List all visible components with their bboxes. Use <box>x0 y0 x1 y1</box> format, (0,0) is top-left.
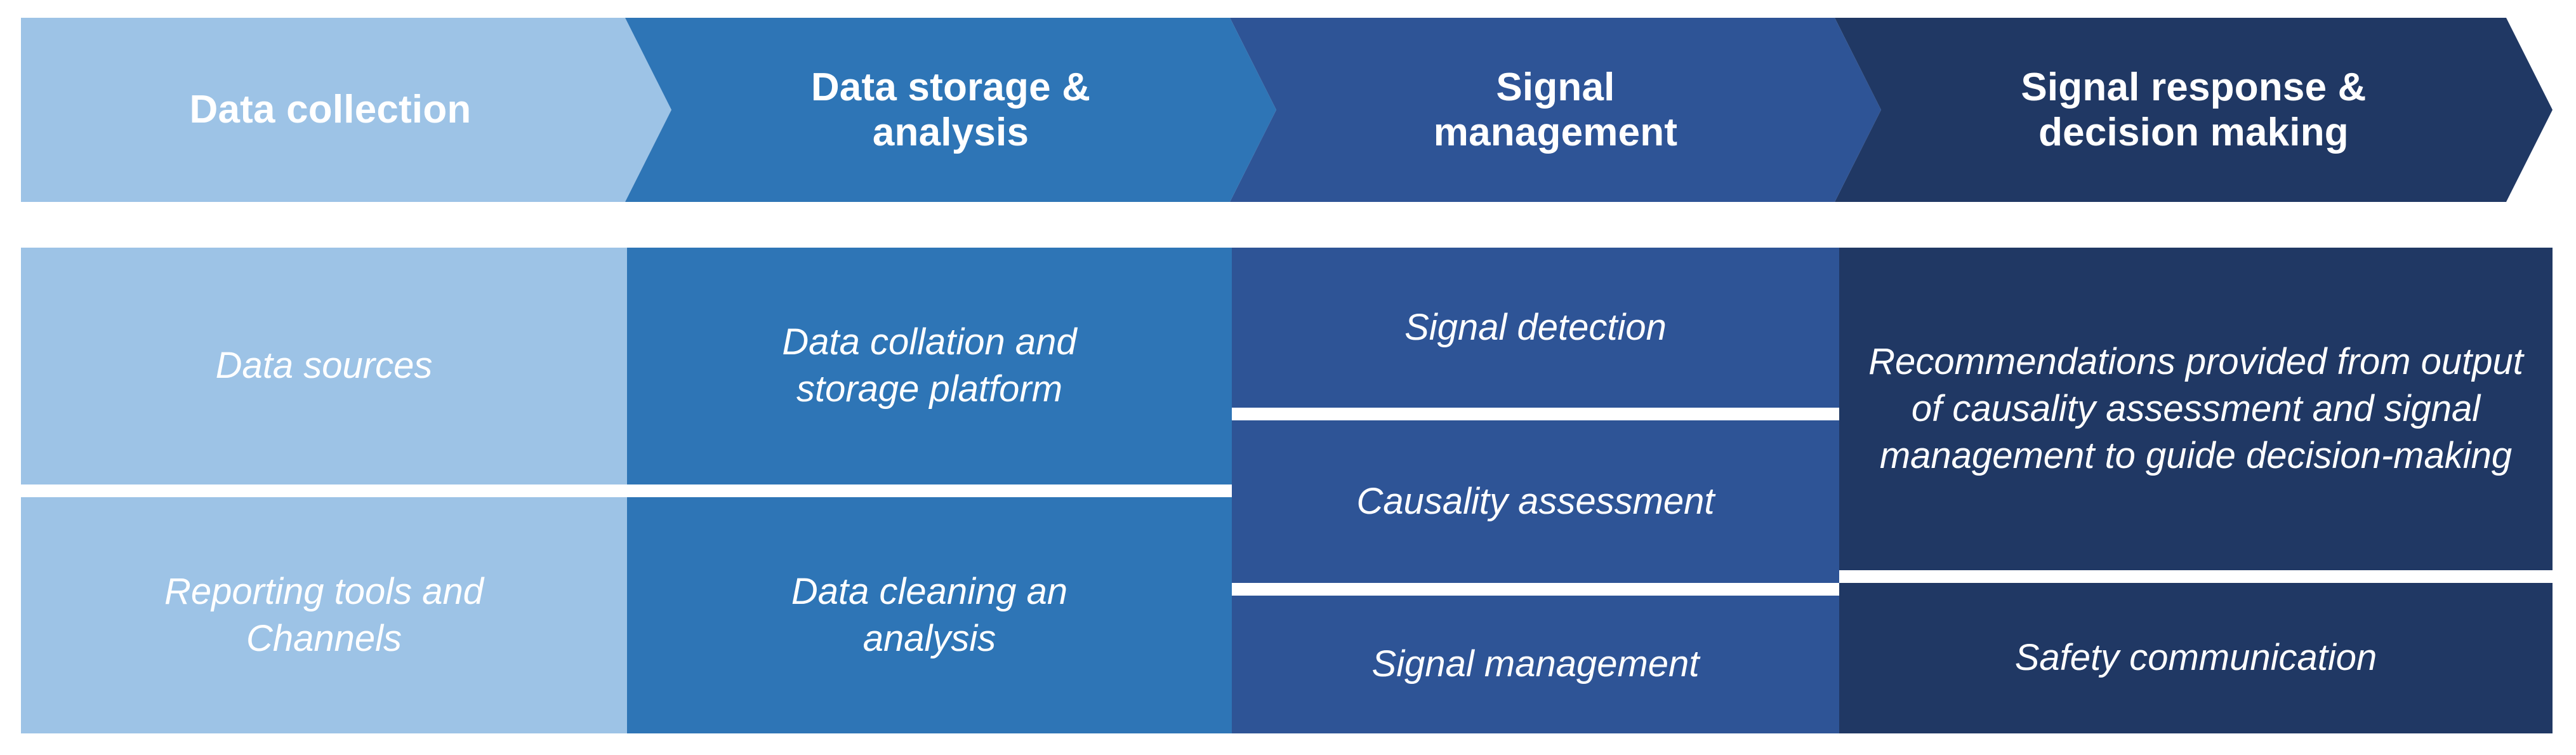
process-chevron-band: Data collection Data storage & analysis … <box>21 18 2553 202</box>
detail-column-signal-management: Signal detection Causality assessment Si… <box>1232 248 1839 733</box>
process-step-label: Signal management <box>1433 65 1678 154</box>
detail-cell-label: Data collation and storage platform <box>782 321 1077 410</box>
detail-cell-data-sources[interactable]: Data sources <box>21 248 627 484</box>
detail-cell-label: Data cleaning an analysis <box>791 570 1068 659</box>
detail-cell-data-collation[interactable]: Data collation and storage platform <box>627 248 1232 484</box>
process-step-data-storage-analysis[interactable]: Data storage & analysis <box>625 18 1276 202</box>
process-step-label: Data collection <box>189 88 472 132</box>
detail-column-data-collection: Data sources Reporting tools and Channel… <box>21 248 627 733</box>
process-step-label: Data storage & analysis <box>810 65 1091 154</box>
detail-cell-reporting-tools[interactable]: Reporting tools and Channels <box>21 497 627 733</box>
cell-separator <box>627 484 1232 497</box>
detail-cell-label: Recommendations provided from output of … <box>1868 340 2523 477</box>
process-step-signal-management[interactable]: Signal management <box>1230 18 1881 202</box>
cell-separator <box>1232 408 1839 420</box>
detail-cell-causality-assessment[interactable]: Causality assessment <box>1232 420 1839 583</box>
detail-cell-signal-detection[interactable]: Signal detection <box>1232 248 1839 408</box>
process-step-signal-response-decision[interactable]: Signal response & decision making <box>1835 18 2553 202</box>
detail-cell-label: Signal detection <box>1404 306 1667 348</box>
detail-cell-label: Data sources <box>215 345 433 387</box>
cell-separator <box>1839 570 2553 583</box>
detail-cell-label: Safety communication <box>2014 637 2377 679</box>
detail-cell-recommendations[interactable]: Recommendations provided from output of … <box>1839 248 2553 570</box>
detail-cell-data-cleaning[interactable]: Data cleaning an analysis <box>627 497 1232 733</box>
detail-column-data-storage: Data collation and storage platform Data… <box>627 248 1232 733</box>
detail-cell-label: Signal management <box>1371 643 1700 685</box>
process-step-label: Signal response & decision making <box>2021 65 2367 154</box>
detail-cell-label: Causality assessment <box>1356 480 1715 522</box>
detail-cell-label: Reporting tools and Channels <box>164 570 484 659</box>
process-step-data-collection[interactable]: Data collection <box>21 18 671 202</box>
detail-column-signal-response: Recommendations provided from output of … <box>1839 248 2553 733</box>
cell-separator <box>21 484 627 497</box>
process-detail-grid: Data sources Reporting tools and Channel… <box>21 248 2553 733</box>
detail-cell-signal-management-step[interactable]: Signal management <box>1232 596 1839 733</box>
detail-cell-safety-communication[interactable]: Safety communication <box>1839 583 2553 733</box>
cell-separator <box>1232 583 1839 596</box>
